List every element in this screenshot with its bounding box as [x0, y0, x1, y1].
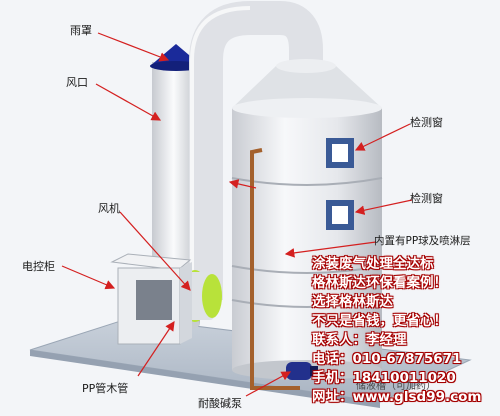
label-storage-tank: 储液槽（可加药） [356, 381, 436, 392]
promo-line: 涂装废气处理全达标 [312, 256, 434, 272]
promo-phone: 电话：010-67875671 [312, 351, 462, 367]
label-pp-pipe: PP管木管 [82, 382, 129, 395]
promo-line: 不只是省钱，更省心！ [312, 313, 447, 329]
label-fan: 风机 [98, 202, 120, 215]
acid-pump [286, 362, 318, 380]
pointer-arrows [61, 32, 413, 397]
label-control-cabinet: 电控柜 [22, 260, 55, 273]
promo-line: 选择格林斯达 [312, 294, 393, 310]
label-inspection-window-lower: 检测窗 [410, 192, 443, 205]
inspection-window-upper [326, 138, 354, 168]
promo-overlay: 涂装废气处理全达标 格林斯达环保看案例！ 选择格林斯达 不只是省钱，更省心！ 联… [312, 255, 496, 407]
liquid-pipe [250, 148, 300, 390]
label-air-outlet: 风口 [66, 76, 88, 89]
label-inner-layer: 内置有PP球及喷淋层 [374, 235, 471, 247]
label-acid-pump: 耐酸碱泵 [198, 397, 242, 410]
promo-line: 格林斯达环保看案例！ [312, 275, 447, 291]
label-rain-cover: 雨罩 [70, 24, 92, 37]
promo-website: 网址：www.glsd99.com [312, 389, 482, 405]
promo-contact: 联系人：李经理 [312, 332, 407, 348]
connecting-duct [189, 0, 323, 300]
control-cabinet [110, 253, 192, 345]
label-inspection-window-upper: 检测窗 [410, 116, 443, 129]
promo-mobile: 手机：18410011020 [312, 370, 456, 386]
inspection-window-lower [326, 200, 354, 230]
